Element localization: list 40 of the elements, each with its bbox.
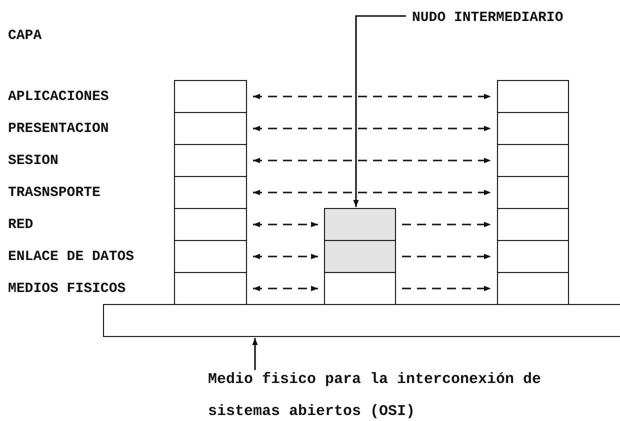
layer-box — [174, 208, 247, 241]
layer-box — [324, 240, 396, 273]
layer-box — [174, 80, 247, 113]
column-heading: CAPA — [8, 27, 42, 46]
caption-text: Medio fisico para la interconexión de sistemas abiertos (OSI) — [208, 364, 568, 421]
arrow — [253, 190, 491, 196]
layer-box — [497, 208, 569, 241]
layer-box — [324, 208, 396, 241]
layer-label: ENLACE DE DATOS — [8, 248, 134, 267]
physical-medium-bar — [103, 304, 620, 337]
arrow — [253, 286, 318, 292]
layer-box — [324, 272, 396, 305]
layer-label: RED — [8, 216, 34, 235]
layer-box — [497, 240, 569, 273]
arrow — [253, 158, 491, 164]
layer-label: MEDIOS FISICOS — [8, 280, 126, 299]
arrow — [253, 222, 318, 228]
layer-label: SESION — [8, 152, 58, 171]
layer-box — [497, 80, 569, 113]
layer-label: TRASNSPORTE — [8, 184, 100, 203]
arrow — [253, 94, 491, 100]
layer-box — [497, 176, 569, 209]
leader-line — [252, 338, 258, 370]
arrow — [253, 126, 491, 132]
arrow — [402, 254, 491, 260]
layer-box — [174, 240, 247, 273]
layer-label: PRESENTACION — [8, 120, 109, 139]
layer-box — [174, 176, 247, 209]
arrow — [253, 254, 318, 260]
leader-line — [353, 15, 406, 207]
arrow — [402, 222, 491, 228]
layer-label: APLICACIONES — [8, 88, 109, 107]
layer-box — [174, 144, 247, 177]
layer-box — [174, 112, 247, 145]
layer-box — [497, 112, 569, 145]
layer-box — [497, 272, 569, 305]
layer-box — [497, 144, 569, 177]
arrow — [402, 286, 491, 292]
layer-box — [174, 272, 247, 305]
callout-text: NUDO INTERMEDIARIO — [412, 2, 602, 34]
